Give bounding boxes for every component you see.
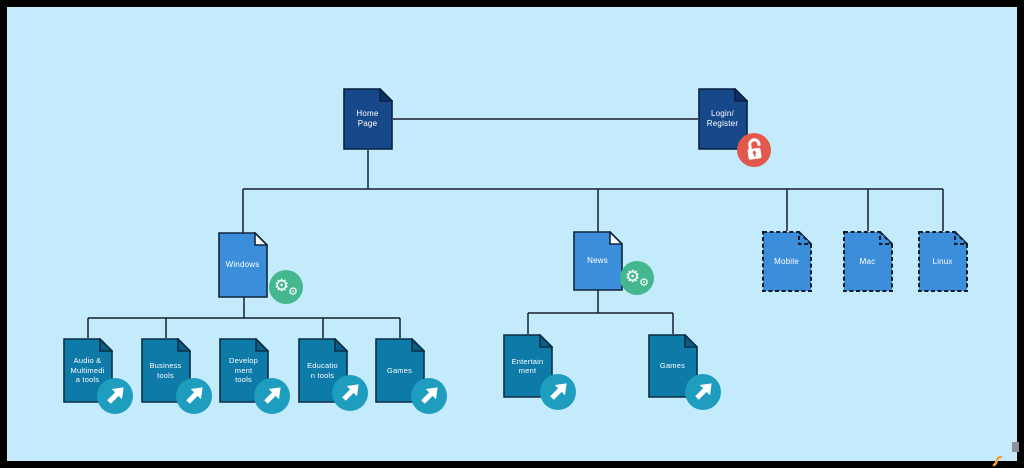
node-home-page[interactable]: Home Page (343, 88, 393, 150)
border-notch (1012, 442, 1019, 452)
node-windows[interactable]: Windows (218, 232, 268, 298)
node-news[interactable]: News (573, 231, 623, 291)
external-link-icon (176, 378, 212, 414)
external-link-icon (97, 378, 133, 414)
node-mac[interactable]: Mac (843, 231, 893, 292)
external-link-icon (332, 375, 368, 411)
gears-icon: ⚙ ⚙ (620, 261, 654, 295)
external-link-icon (685, 374, 721, 410)
gears-icon: ⚙ ⚙ (269, 270, 303, 304)
external-link-icon (254, 378, 290, 414)
watermark-fragment (992, 455, 1003, 467)
node-mobile[interactable]: Mobile (762, 231, 812, 292)
unlock-icon (737, 133, 771, 167)
node-linux[interactable]: Linux (918, 231, 968, 292)
external-link-icon (411, 378, 447, 414)
external-link-icon (540, 374, 576, 410)
